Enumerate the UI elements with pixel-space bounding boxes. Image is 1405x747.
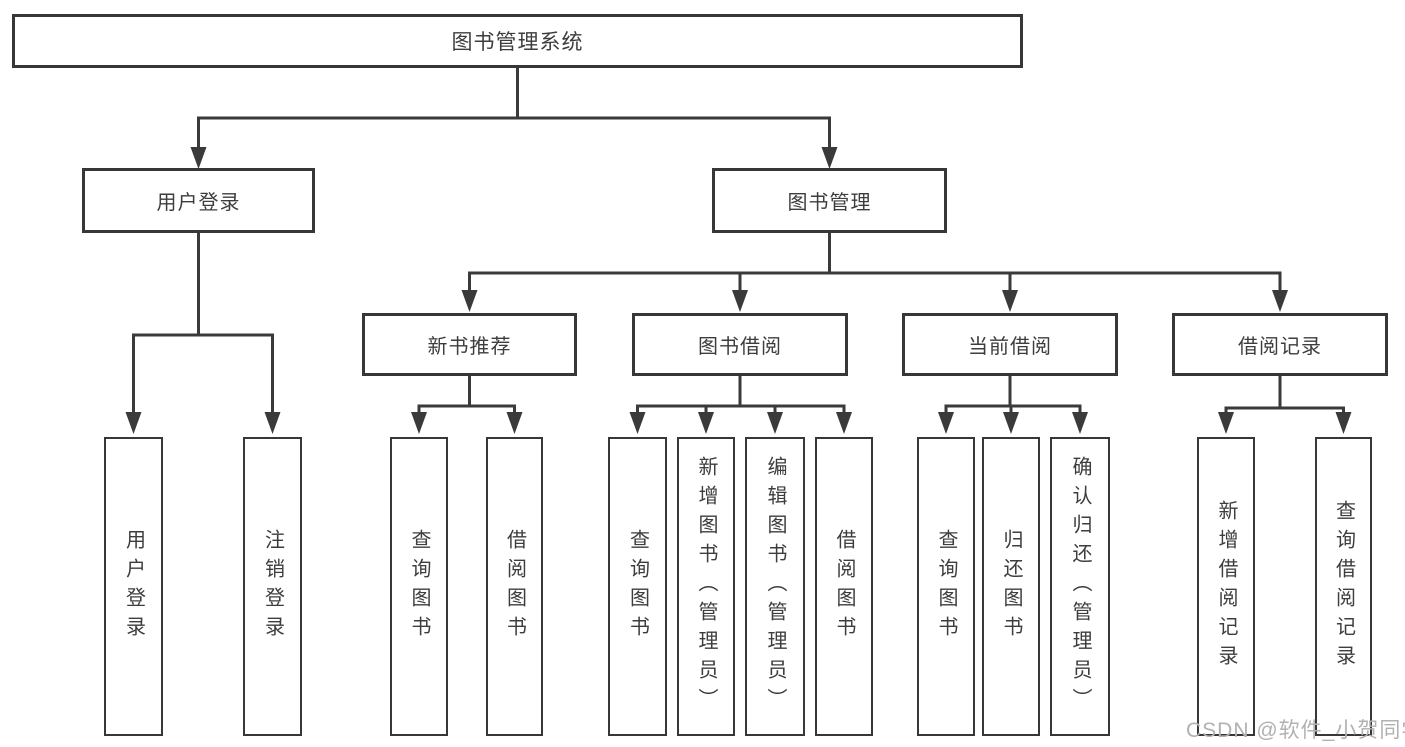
leaf-query-book-current: 查询图书 xyxy=(917,437,975,736)
node-library-management-system: 图书管理系统 xyxy=(12,14,1023,68)
node-label: 用户登录 xyxy=(156,192,241,214)
leaf-logout: 注销登录 xyxy=(243,437,302,736)
node-label: 新增借阅记录 xyxy=(1215,499,1237,674)
node-label: 图书管理 xyxy=(787,192,872,214)
leaf-return-book: 归还图书 xyxy=(982,437,1040,736)
node-label: 编辑图书（管理员） xyxy=(764,456,786,717)
leaf-query-book-recommend: 查询图书 xyxy=(390,437,448,736)
leaf-borrow-book: 借阅图书 xyxy=(815,437,873,736)
node-label: 查询图书 xyxy=(408,528,430,645)
node-book-management: 图书管理 xyxy=(712,168,947,233)
node-label: 图书借阅 xyxy=(698,336,782,358)
csdn-watermark: CSDN @软件_小贺同学 xyxy=(1186,719,1405,742)
leaf-add-borrow-record: 新增借阅记录 xyxy=(1197,437,1255,736)
node-label: 新书推荐 xyxy=(427,336,512,358)
leaf-edit-book-admin: 编辑图书（管理员） xyxy=(745,437,805,736)
node-user-login: 用户登录 xyxy=(82,168,315,233)
node-label: 用户登录 xyxy=(122,528,145,645)
leaf-borrow-book-recommend: 借阅图书 xyxy=(486,437,543,736)
node-label: 当前借阅 xyxy=(968,336,1052,358)
node-label: 新增图书（管理员） xyxy=(695,456,717,717)
leaf-confirm-return-admin: 确认归还（管理员） xyxy=(1050,437,1110,736)
leaf-query-borrow-record: 查询借阅记录 xyxy=(1315,437,1372,736)
node-label: 图书管理系统 xyxy=(451,31,584,54)
node-borrow-records: 借阅记录 xyxy=(1172,313,1388,376)
leaf-user-login: 用户登录 xyxy=(104,437,163,736)
node-new-book-recommend: 新书推荐 xyxy=(362,313,577,376)
node-label: 借阅图书 xyxy=(503,528,526,645)
node-label: 借阅记录 xyxy=(1238,336,1322,358)
node-current-borrow: 当前借阅 xyxy=(902,313,1118,376)
node-label: 归还图书 xyxy=(1000,528,1022,645)
node-label: 查询图书 xyxy=(626,528,649,645)
node-book-borrow: 图书借阅 xyxy=(632,313,848,376)
node-label: 确认归还（管理员） xyxy=(1069,456,1091,717)
leaf-add-book-admin: 新增图书（管理员） xyxy=(677,437,735,736)
node-label: 借阅图书 xyxy=(833,528,855,645)
node-label: 查询图书 xyxy=(935,528,957,645)
leaf-query-book-borrow: 查询图书 xyxy=(608,437,667,736)
node-label: 注销登录 xyxy=(261,528,284,645)
node-label: 查询借阅记录 xyxy=(1332,499,1355,674)
